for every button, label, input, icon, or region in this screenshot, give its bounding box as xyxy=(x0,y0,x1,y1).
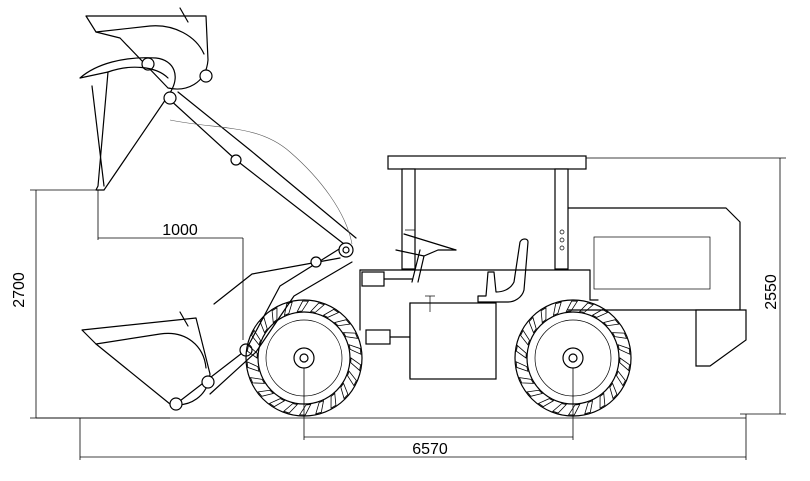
tread-lug xyxy=(271,307,278,324)
operator-seat xyxy=(477,238,529,303)
tread-lug xyxy=(259,316,268,334)
tread-lug xyxy=(348,344,362,355)
tread-lug xyxy=(246,344,258,359)
tread-lug xyxy=(296,300,310,312)
canopy xyxy=(387,155,587,270)
tread-lug xyxy=(551,403,568,414)
tread-lug xyxy=(611,332,628,339)
tread-lug xyxy=(617,344,631,355)
tread-lug xyxy=(309,302,326,313)
tread-lug xyxy=(246,361,260,372)
tread-lug xyxy=(330,392,337,409)
tread-lug xyxy=(602,319,620,327)
tread-lug xyxy=(599,392,606,409)
tread-lug xyxy=(315,400,325,415)
chassis xyxy=(359,269,599,380)
engine-hood xyxy=(567,207,747,367)
dimension-2550-label: 2550 xyxy=(763,274,780,310)
dimension-2700-label: 2700 xyxy=(11,272,28,308)
bucket-lowered xyxy=(81,311,215,411)
tread-lug xyxy=(322,308,340,318)
tread-lug xyxy=(528,316,537,334)
tread-lug xyxy=(537,398,555,408)
tread-lug xyxy=(333,319,351,327)
tread-lug xyxy=(609,382,618,400)
tread-lug xyxy=(520,329,530,346)
bucket-mid xyxy=(79,57,177,191)
tread-lug xyxy=(268,398,286,408)
tread-lug xyxy=(616,370,626,387)
tread-lug xyxy=(350,357,362,372)
tread-lug xyxy=(249,377,266,384)
tread-lug xyxy=(251,329,261,346)
dimension-6570-label: 6570 xyxy=(412,441,448,458)
tread-lug xyxy=(578,302,595,313)
tread-lug xyxy=(257,389,275,397)
tread-lug xyxy=(342,332,359,339)
lift-arm xyxy=(167,91,357,405)
dimension-1000-label: 1000 xyxy=(162,222,198,239)
bucket-raised xyxy=(85,7,213,90)
front-wheel xyxy=(245,299,363,417)
tire-treads xyxy=(246,300,631,416)
tread-lug xyxy=(584,400,594,415)
tread-lug xyxy=(298,404,312,416)
steering-column xyxy=(395,233,457,283)
tread-lug xyxy=(340,382,349,400)
dimension-lines xyxy=(30,157,786,460)
tread-lug xyxy=(552,301,562,316)
rear-wheel xyxy=(514,299,632,417)
tread-lug xyxy=(565,300,579,312)
tread-lug xyxy=(619,357,631,372)
tread-lug xyxy=(518,377,535,384)
tread-lug xyxy=(591,308,609,318)
tread-lug xyxy=(283,301,293,316)
tread-lug xyxy=(515,344,527,359)
tread-lug xyxy=(282,403,299,414)
tread-lug xyxy=(526,389,544,397)
tread-lug xyxy=(567,404,581,416)
tread-lug xyxy=(347,370,357,387)
tread-lug xyxy=(540,307,547,324)
tread-lug xyxy=(515,361,529,372)
